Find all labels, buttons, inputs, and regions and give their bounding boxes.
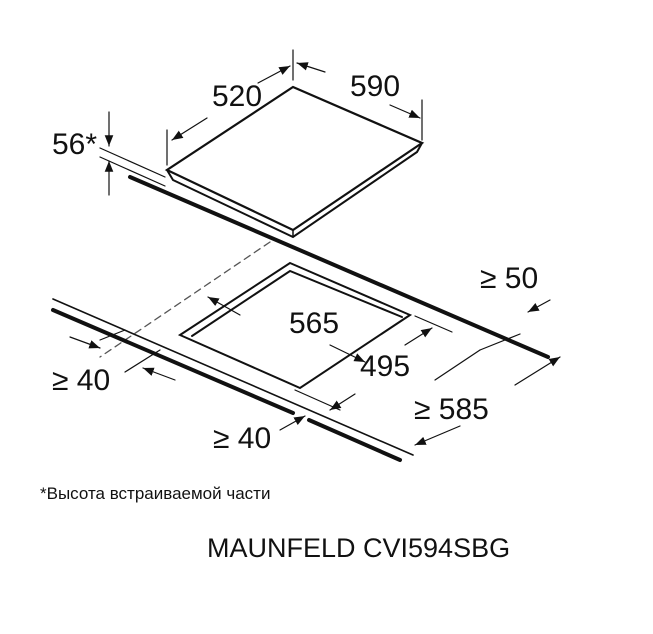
hob-depth-label: 520 [212,80,263,113]
dimension-lines [69,49,561,446]
side-clearance-label: ≥ 40 [52,364,111,397]
worktop-depth-label: ≥ 585 [414,393,489,426]
hob-outline [164,85,425,239]
hob-width-label: 590 [350,70,401,103]
worktop-back-edge [128,175,550,359]
cutout-outline [177,261,413,390]
model-name: MAUNFELD CVI594SBG [207,533,511,563]
cutout-depth-label: 495 [360,350,411,383]
footnote: *Высота встраиваемой части [40,484,271,503]
rear-clearance-label: ≥ 50 [480,262,539,295]
worktop-hidden-edge [99,241,271,358]
cutout-width-label: 565 [289,307,340,340]
built-in-height-label: 56* [52,128,98,161]
front-clearance-label: ≥ 40 [213,422,272,455]
worktop-front-edge [51,298,414,462]
